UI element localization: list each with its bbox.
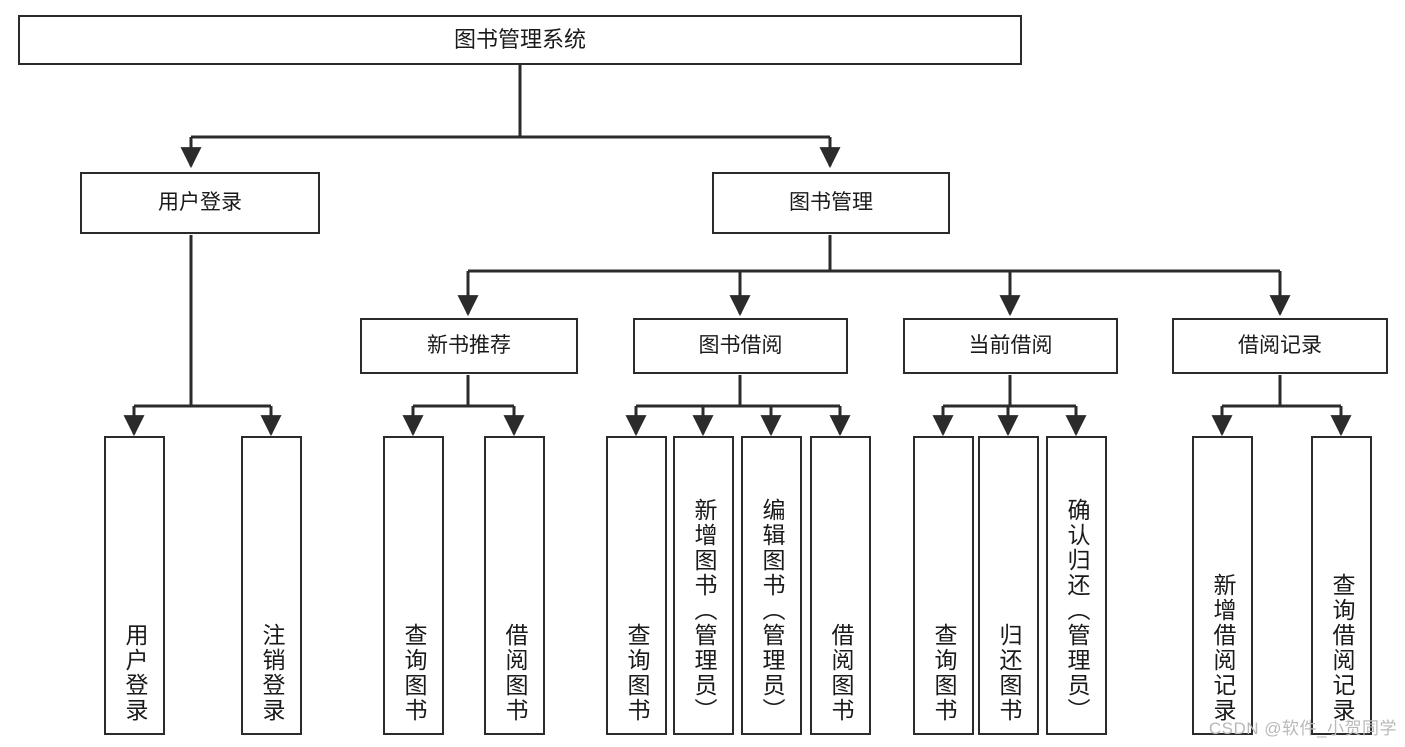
node-label: 借阅图书 (828, 623, 854, 723)
node-label: 编辑图书（管理员） (759, 498, 785, 723)
node-label: 查询图书 (624, 623, 650, 723)
node-leaf-add-record[interactable]: 新增借阅记录 (1192, 436, 1253, 735)
node-label: 新增借阅记录 (1210, 573, 1236, 723)
node-borrow-record[interactable]: 借阅记录 (1172, 318, 1388, 374)
node-book-borrow[interactable]: 图书借阅 (633, 318, 848, 374)
node-label: 确认归还（管理员） (1064, 498, 1090, 723)
node-label: 借阅图书 (502, 623, 528, 723)
node-label: 图书借阅 (698, 334, 783, 358)
node-leaf-return-book[interactable]: 归还图书 (978, 436, 1039, 735)
node-label: 用户登录 (122, 623, 148, 723)
node-leaf-query-record[interactable]: 查询借阅记录 (1311, 436, 1372, 735)
node-label: 图书管理系统 (453, 26, 586, 52)
node-leaf-query-book-2[interactable]: 查询图书 (606, 436, 667, 735)
node-leaf-borrow-book-1[interactable]: 借阅图书 (484, 436, 545, 735)
node-label: 当前借阅 (968, 334, 1053, 358)
node-label: 用户登录 (158, 191, 242, 215)
node-new-book-recommend[interactable]: 新书推荐 (360, 318, 578, 374)
node-label: 查询图书 (931, 623, 957, 723)
node-leaf-edit-book[interactable]: 编辑图书（管理员） (741, 436, 802, 735)
node-root-system[interactable]: 图书管理系统 (18, 15, 1022, 65)
node-label: 图书管理 (789, 191, 873, 215)
node-label: 查询借阅记录 (1329, 573, 1355, 723)
node-user-login[interactable]: 用户登录 (80, 172, 320, 234)
node-label: 查询图书 (401, 623, 427, 723)
node-label: 借阅记录 (1238, 334, 1322, 358)
node-leaf-borrow-book-2[interactable]: 借阅图书 (810, 436, 871, 735)
node-current-borrow[interactable]: 当前借阅 (903, 318, 1118, 374)
node-leaf-query-book-1[interactable]: 查询图书 (383, 436, 444, 735)
watermark: CSDN @软件_小贺同学 (1208, 719, 1397, 738)
node-leaf-user-logout[interactable]: 注销登录 (241, 436, 302, 735)
node-leaf-user-login[interactable]: 用户登录 (104, 436, 165, 735)
node-label: 注销登录 (259, 623, 285, 723)
node-label: 归还图书 (996, 623, 1022, 723)
node-book-manage[interactable]: 图书管理 (712, 172, 950, 234)
node-leaf-add-book[interactable]: 新增图书（管理员） (673, 436, 734, 735)
node-label: 新书推荐 (427, 334, 511, 358)
node-leaf-query-book-3[interactable]: 查询图书 (913, 436, 974, 735)
node-label: 新增图书（管理员） (691, 498, 717, 723)
node-leaf-confirm-return[interactable]: 确认归还（管理员） (1046, 436, 1107, 735)
